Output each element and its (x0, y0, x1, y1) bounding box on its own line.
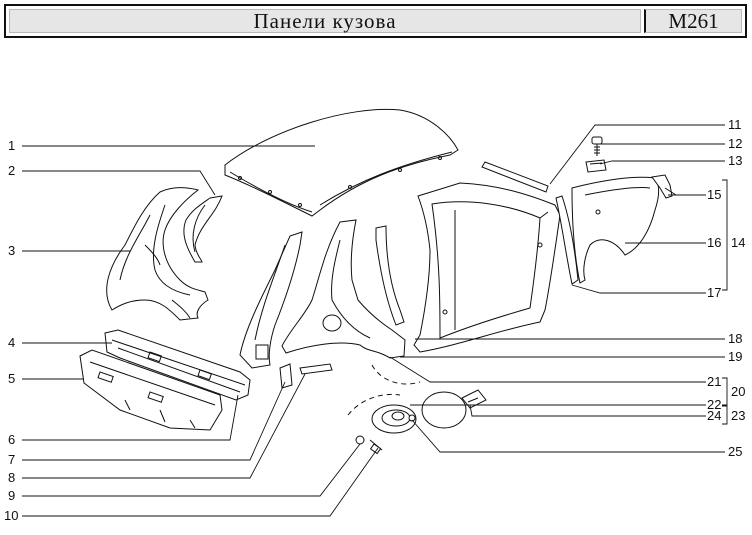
code-cell: M261 (644, 9, 742, 33)
callout-4: 4 (8, 335, 15, 350)
callout-8: 8 (8, 470, 15, 485)
washer (355, 435, 365, 445)
roof-panel (224, 108, 459, 217)
callout-10: 10 (4, 508, 18, 523)
title-bar: Панели кузова M261 (4, 4, 747, 38)
plug (408, 414, 416, 422)
rear-quarter-panel (106, 187, 209, 321)
callout-24: 24 (707, 408, 721, 423)
callout-13: 13 (728, 153, 742, 168)
clip-nut (585, 159, 607, 173)
page-title: Панели кузова (253, 8, 397, 33)
callout-group-14: 14 (731, 235, 745, 250)
c-pillar-inner (239, 231, 303, 369)
side-frame-outer (413, 182, 561, 353)
callout-group-20: 20 (731, 384, 745, 399)
callout-19: 19 (728, 349, 742, 364)
callout-9: 9 (8, 488, 15, 503)
rear-end-panel (79, 349, 223, 431)
sill-reinforcement (299, 363, 333, 375)
screw (369, 439, 383, 455)
callout-15: 15 (707, 187, 721, 202)
group-brackets (722, 179, 728, 425)
callout-5: 5 (8, 371, 15, 386)
callout-11: 11 (728, 117, 742, 132)
title-cell: Панели кузова (9, 9, 641, 33)
fuel-door (421, 389, 487, 429)
callout-16: 16 (707, 235, 721, 250)
a-pillar-reinforcement (555, 195, 579, 285)
front-fender (571, 176, 660, 284)
fuel-door-outline (347, 393, 401, 416)
diagram-code: M261 (668, 8, 719, 33)
rear-panel-upper (104, 329, 251, 401)
callout-6: 6 (8, 432, 15, 447)
callout-2: 2 (8, 163, 15, 178)
rear-inner-panel (183, 195, 223, 263)
callout-group-23: 23 (731, 408, 745, 423)
callout-18: 18 (728, 331, 742, 346)
leader-lines (22, 124, 725, 517)
callout-7: 7 (8, 452, 15, 467)
fuel-filler-housing (371, 404, 417, 434)
callout-22: 22 (707, 397, 721, 412)
wheel-arch-outline (371, 364, 421, 385)
bracket-small (279, 363, 293, 389)
callout-12: 12 (728, 136, 742, 151)
callout-numbers: 1 2 3 4 5 6 7 8 9 10 11 12 13 15 16 17 1… (4, 117, 745, 523)
callout-17: 17 (707, 285, 721, 300)
roof-rail-strip (481, 161, 549, 193)
rear-side-inner-panel (281, 219, 406, 359)
fender-bracket (651, 174, 677, 199)
callout-21: 21 (707, 374, 721, 389)
bolt (591, 136, 603, 156)
callout-1: 1 (8, 138, 15, 153)
callout-3: 3 (8, 243, 15, 258)
callout-25: 25 (728, 444, 742, 459)
